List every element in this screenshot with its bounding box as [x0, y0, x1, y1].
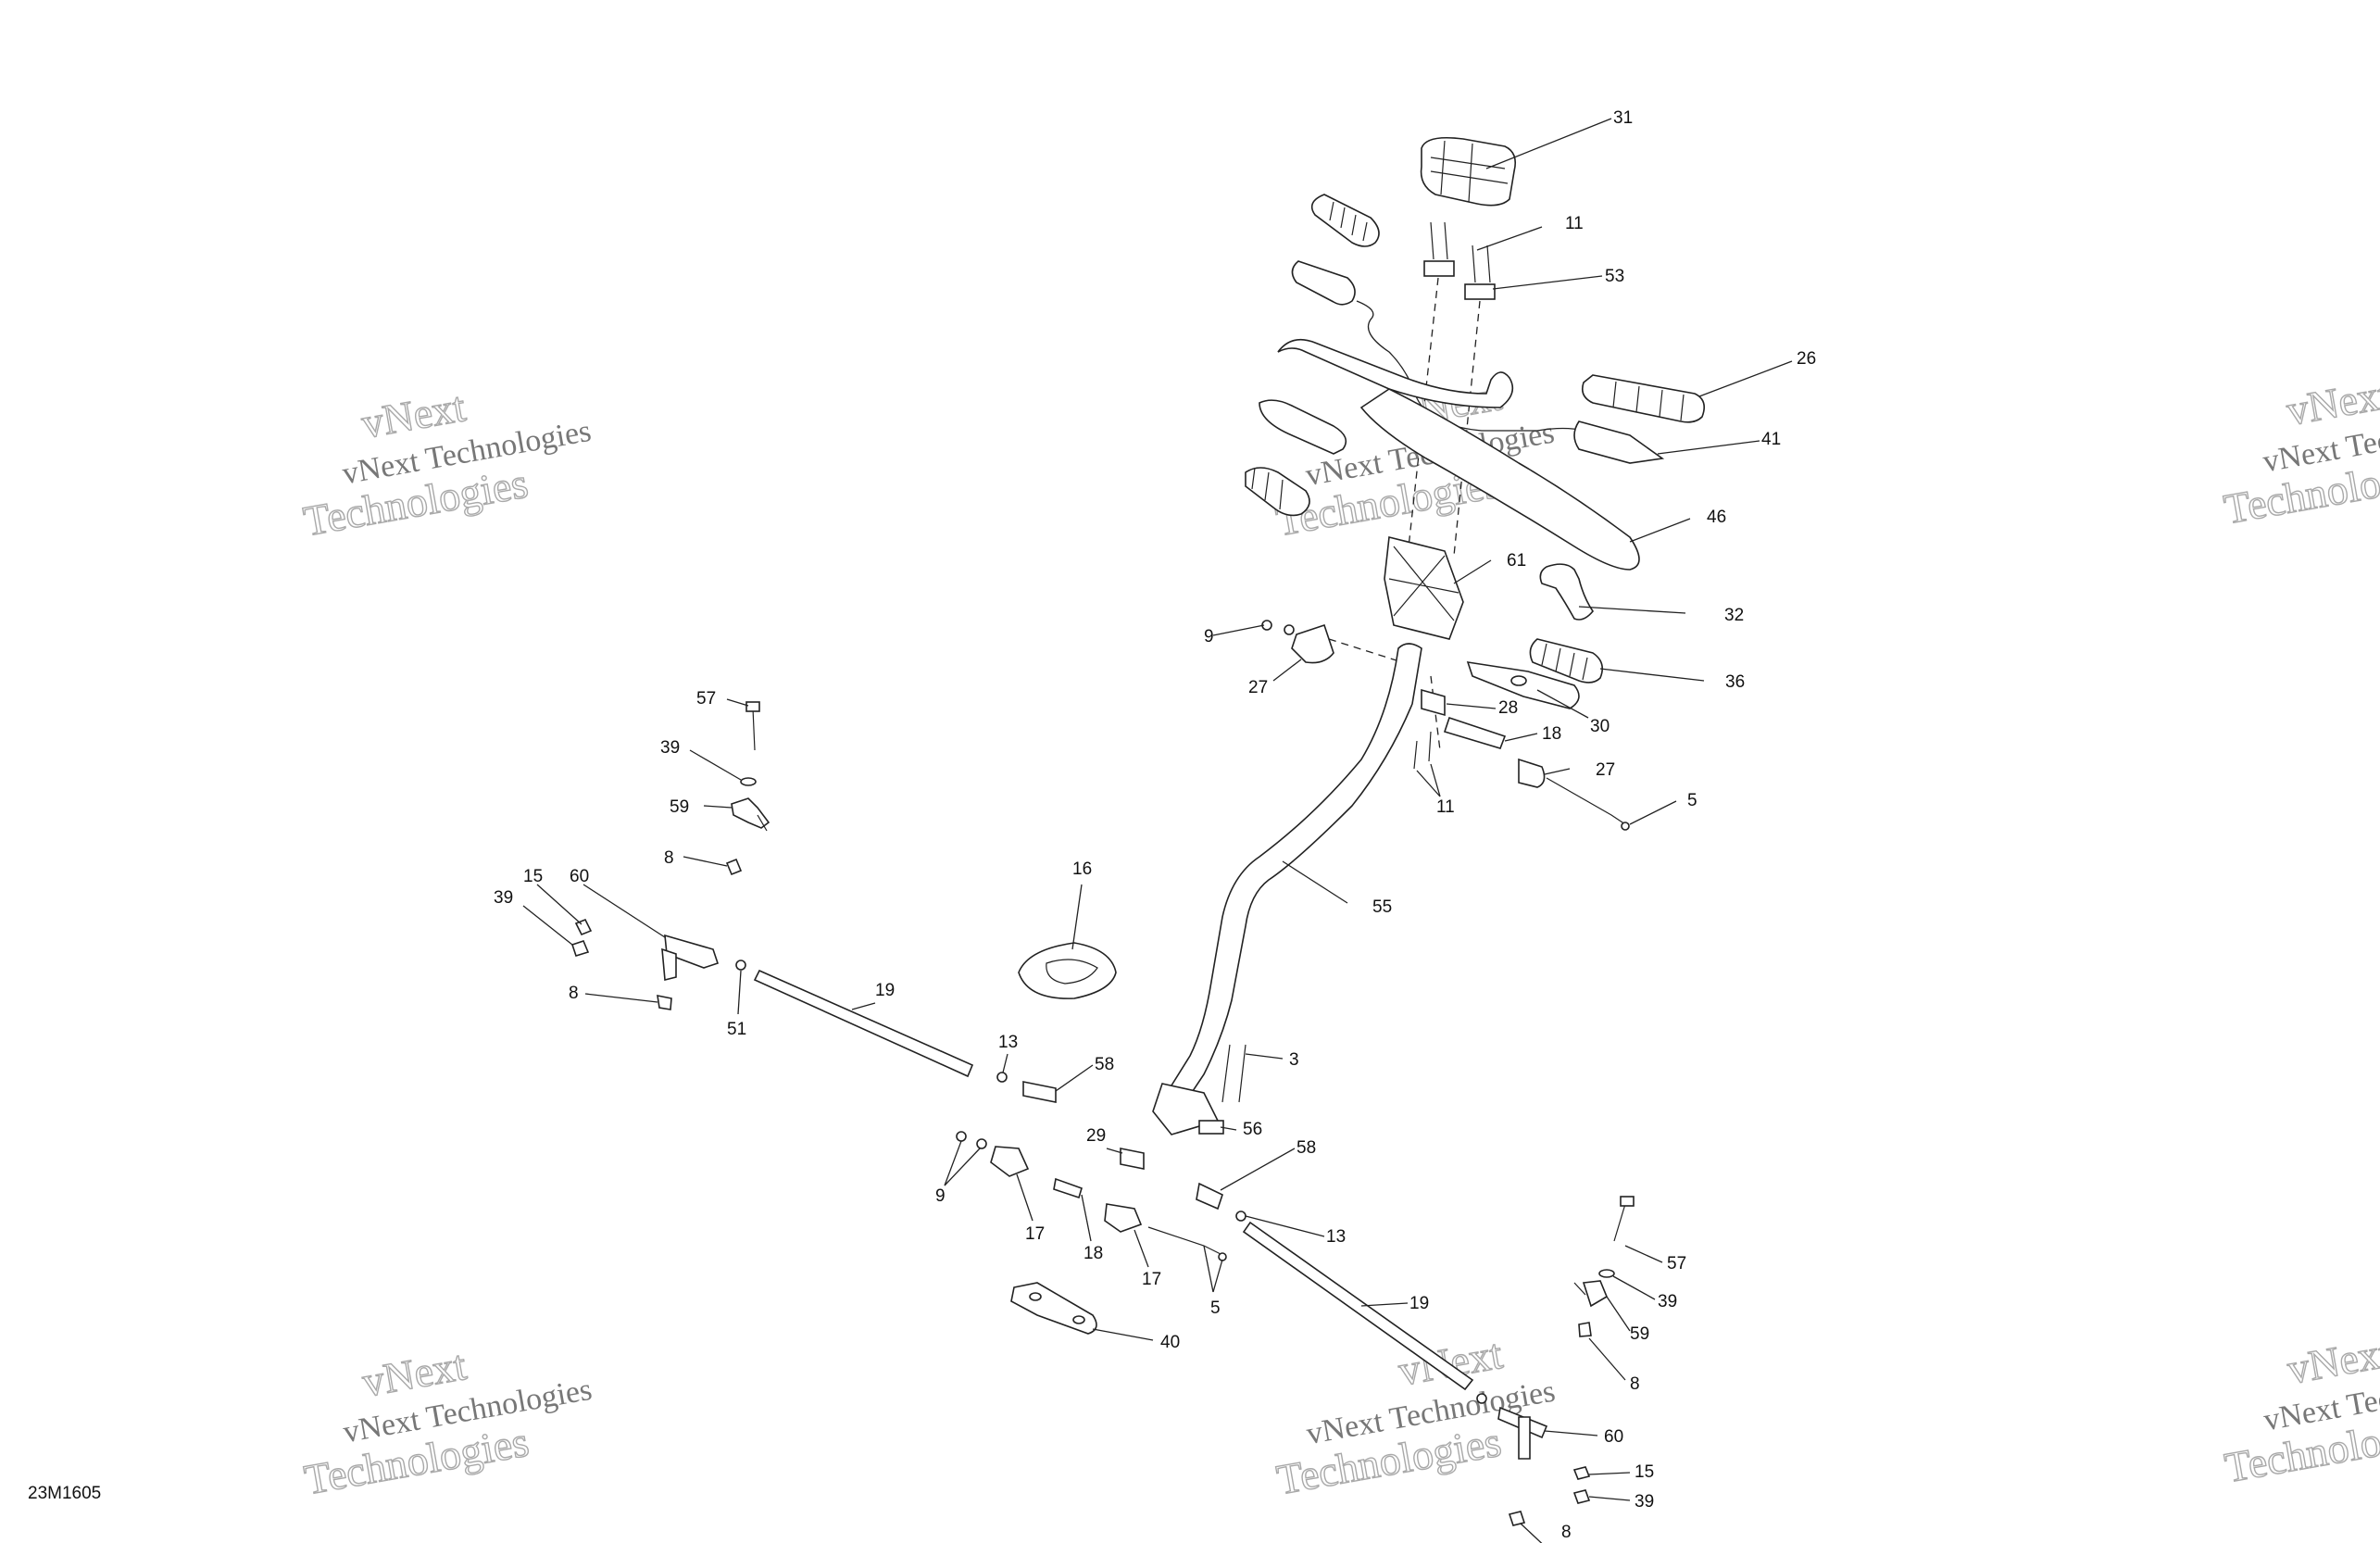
watermark-bottom-right: vNext vNext Technologies Technologies: [2221, 1327, 2380, 1492]
callout-8: 8: [1630, 1374, 1640, 1394]
callout-8: 8: [664, 848, 674, 868]
part-tie-rod-end-right: [1573, 1196, 1635, 1337]
part-steering-column: [1152, 643, 1422, 1135]
callout-39: 39: [1635, 1492, 1654, 1512]
callout-40: 40: [1160, 1333, 1180, 1352]
callout-15: 15: [1635, 1462, 1654, 1482]
callout-53: 53: [1605, 267, 1624, 286]
part-handlebar: [1259, 338, 1640, 571]
callout-16: 16: [1072, 859, 1092, 879]
callout-3: 3: [1289, 1050, 1299, 1070]
part-handlebar-pad: [1420, 136, 1517, 207]
part-tie-rod-link-lower: [956, 1131, 1227, 1261]
callout-61: 61: [1507, 551, 1526, 571]
part-bracket-40: [1010, 1282, 1097, 1335]
part-grip-36: [1529, 638, 1603, 684]
callout-15: 15: [523, 867, 543, 886]
part-tie-rod-end-left: [725, 701, 770, 876]
callout-41: 41: [1761, 430, 1781, 449]
watermark-text: vNext: [2284, 1328, 2380, 1393]
callout-labels: 31 11 53 26 41 46 61 32 9 27 36 28 30 18…: [494, 108, 1816, 1542]
callout-18: 18: [1542, 724, 1561, 744]
part-riser-clamp: [1384, 536, 1464, 640]
callout-39: 39: [1658, 1292, 1677, 1311]
callout-39: 39: [494, 888, 513, 908]
callout-60: 60: [1604, 1427, 1623, 1447]
callout-9: 9: [1204, 627, 1214, 646]
callout-39: 39: [660, 738, 680, 758]
callout-8: 8: [569, 984, 579, 1003]
callout-27: 27: [1596, 760, 1615, 780]
callout-56: 56: [1243, 1120, 1262, 1139]
watermark-top-right: vNext vNext Technologies Technologies: [2220, 370, 2380, 534]
callout-18: 18: [1084, 1244, 1103, 1263]
callout-30: 30: [1590, 717, 1610, 736]
part-grip-lower-left: [1245, 467, 1310, 517]
callout-13: 13: [998, 1033, 1018, 1052]
assembly-lines: [1328, 277, 1481, 751]
part-grip-upper-left: [1310, 194, 1380, 247]
part-boot-16: [1018, 942, 1117, 999]
part-tie-rod-link-upper: [1421, 688, 1630, 831]
part-bolts-lower: [1413, 731, 1432, 770]
callout-5: 5: [1210, 1298, 1221, 1318]
callout-60: 60: [570, 867, 589, 886]
callout-58: 58: [1095, 1055, 1114, 1074]
callout-8: 8: [1561, 1523, 1572, 1542]
callout-27: 27: [1248, 678, 1268, 697]
callout-31: 31: [1613, 108, 1633, 128]
callout-9: 9: [935, 1186, 946, 1206]
callout-57: 57: [1667, 1254, 1686, 1273]
callout-26: 26: [1797, 349, 1816, 369]
callout-51: 51: [727, 1020, 746, 1039]
callout-19: 19: [1409, 1294, 1429, 1313]
callout-55: 55: [1372, 897, 1392, 917]
part-tie-rod-19-right: [1242, 1221, 1474, 1391]
part-bolts-top: [1423, 221, 1496, 300]
leader-lines: [522, 118, 1793, 1543]
part-column-bolts: [1120, 1044, 1246, 1170]
callout-28: 28: [1498, 698, 1518, 718]
callout-5: 5: [1687, 791, 1697, 810]
watermark-text: vNext: [2283, 370, 2380, 434]
callout-36: 36: [1725, 672, 1745, 692]
callout-19: 19: [875, 981, 895, 1000]
callout-11: 11: [1436, 797, 1455, 817]
callout-17: 17: [1025, 1224, 1045, 1244]
part-tie-rod-end-60-right: [1476, 1393, 1591, 1526]
callout-17: 17: [1142, 1270, 1161, 1289]
watermark-top-left: vNext vNext Technologies Technologies: [299, 382, 594, 546]
part-ball-joint-58-left: [996, 1072, 1057, 1103]
callout-11: 11: [1565, 214, 1584, 233]
callout-59: 59: [670, 797, 689, 817]
diagram-code: 23M1605: [28, 1484, 101, 1503]
callout-58: 58: [1296, 1138, 1316, 1158]
callout-59: 59: [1630, 1324, 1649, 1344]
watermark-bottom-left: vNext vNext Technologies Technologies: [300, 1340, 595, 1504]
part-grip-right: [1581, 374, 1705, 423]
callout-29: 29: [1086, 1126, 1106, 1146]
part-grip-tube: [1573, 420, 1665, 464]
part-ball-joint-58-right: [1196, 1182, 1246, 1222]
callout-57: 57: [696, 689, 716, 709]
callout-13: 13: [1326, 1227, 1346, 1247]
callout-32: 32: [1724, 606, 1744, 625]
part-tie-rod-19-left: [753, 969, 974, 1078]
callout-46: 46: [1707, 508, 1726, 527]
part-bracket-27-upper: [1261, 620, 1334, 664]
part-tube-32: [1539, 563, 1594, 621]
